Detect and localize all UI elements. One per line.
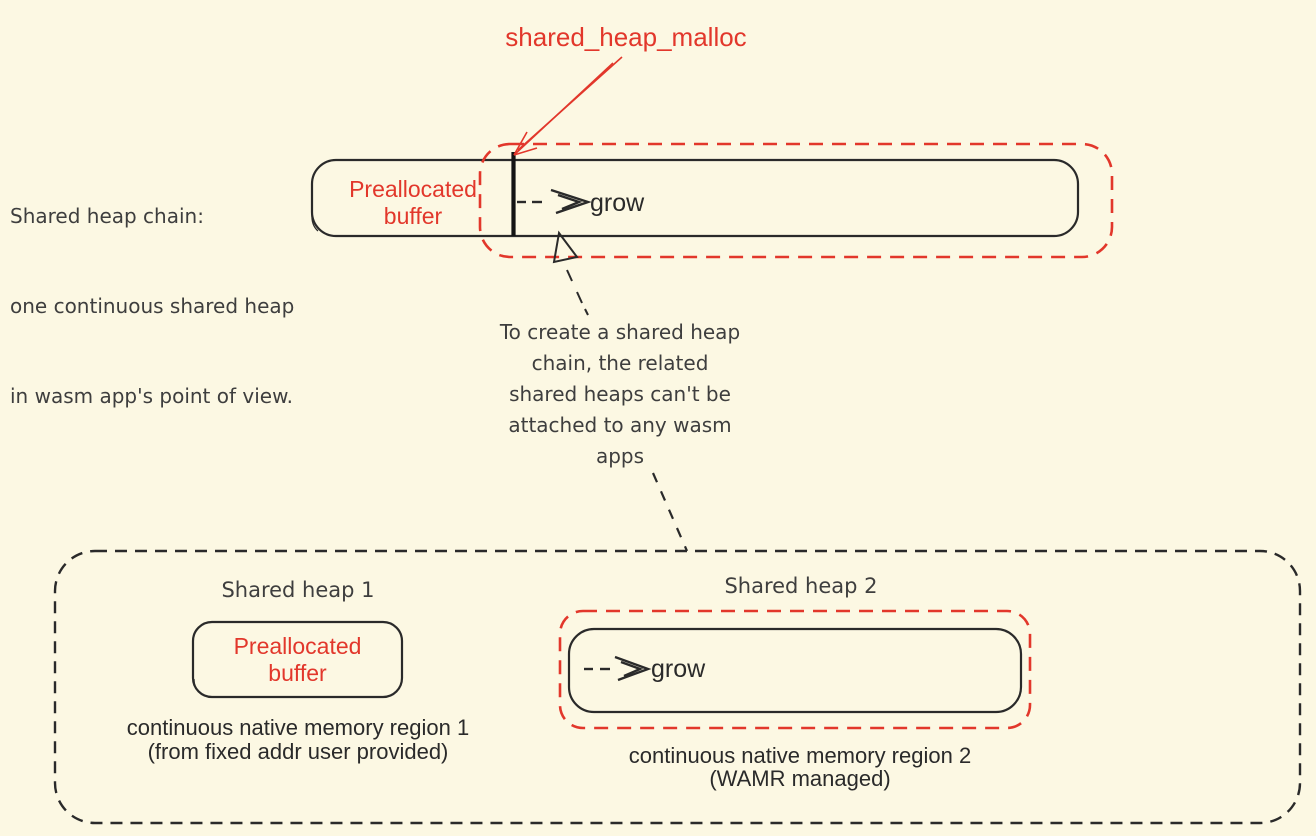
chain-note-line: one continuous shared heap <box>10 294 295 318</box>
grow-label-2: grow <box>651 655 706 683</box>
shared-heap2-dashed-outline <box>558 609 1032 730</box>
caption-line: (from fixed addr user provided) <box>147 739 449 764</box>
shared-heap-chain-bar <box>310 158 1080 238</box>
connector-note-to-group <box>651 472 689 552</box>
grow-arrow-2 <box>584 655 652 682</box>
chain-note-line: Shared heap chain: <box>10 204 204 228</box>
malloc-annotation-arrow <box>513 56 623 156</box>
chain-constraint-note: To create a shared heap chain, the relat… <box>455 317 785 472</box>
sketch-stroke <box>193 678 201 694</box>
shared-heap-malloc-label: shared_heap_malloc <box>505 22 747 52</box>
preallocated-buffer-label: Preallocated buffer <box>318 176 508 230</box>
note-line: To create a shared heap <box>499 320 741 344</box>
note-line: chain, the related <box>531 351 709 375</box>
note-line: attached to any wasm <box>508 413 732 437</box>
shared-heap2-box <box>567 627 1023 714</box>
caption-line: continuous native memory region 2 <box>628 743 972 768</box>
chain-note-line: in wasm app's point of view. <box>10 384 293 408</box>
connector-pointer-to-note <box>566 269 589 316</box>
memory-region2-caption: continuous native memory region 2 (WAMR … <box>605 744 995 790</box>
caption-line: (WAMR managed) <box>709 766 891 791</box>
chain-note: Shared heap chain: one continuous shared… <box>10 141 294 471</box>
grow-arrow <box>517 188 592 215</box>
pointer-arrowhead <box>552 230 579 264</box>
caption-line: continuous native memory region 1 <box>126 715 470 740</box>
growable-region-dashed-outline <box>478 142 1114 259</box>
unattached-heaps-group-box <box>53 549 1302 825</box>
preallocated-line: buffer <box>268 659 327 686</box>
sketch-stroke <box>311 212 319 232</box>
grow-label: grow <box>590 189 645 217</box>
preallocated-buffer-label-2: Preallocated buffer <box>193 622 402 697</box>
preallocated-line: Preallocated <box>233 632 362 659</box>
shared-heap2-title: Shared heap 2 <box>724 574 878 598</box>
shared-heap1-title: Shared heap 1 <box>221 578 375 602</box>
note-line: shared heaps can't be <box>509 382 731 406</box>
preallocated-line: buffer <box>383 203 443 229</box>
memory-region1-caption: continuous native memory region 1 (from … <box>103 716 493 764</box>
note-line: apps <box>595 444 645 468</box>
preallocated-line: Preallocated <box>349 176 477 202</box>
preallocated-buffer-box <box>191 620 404 699</box>
